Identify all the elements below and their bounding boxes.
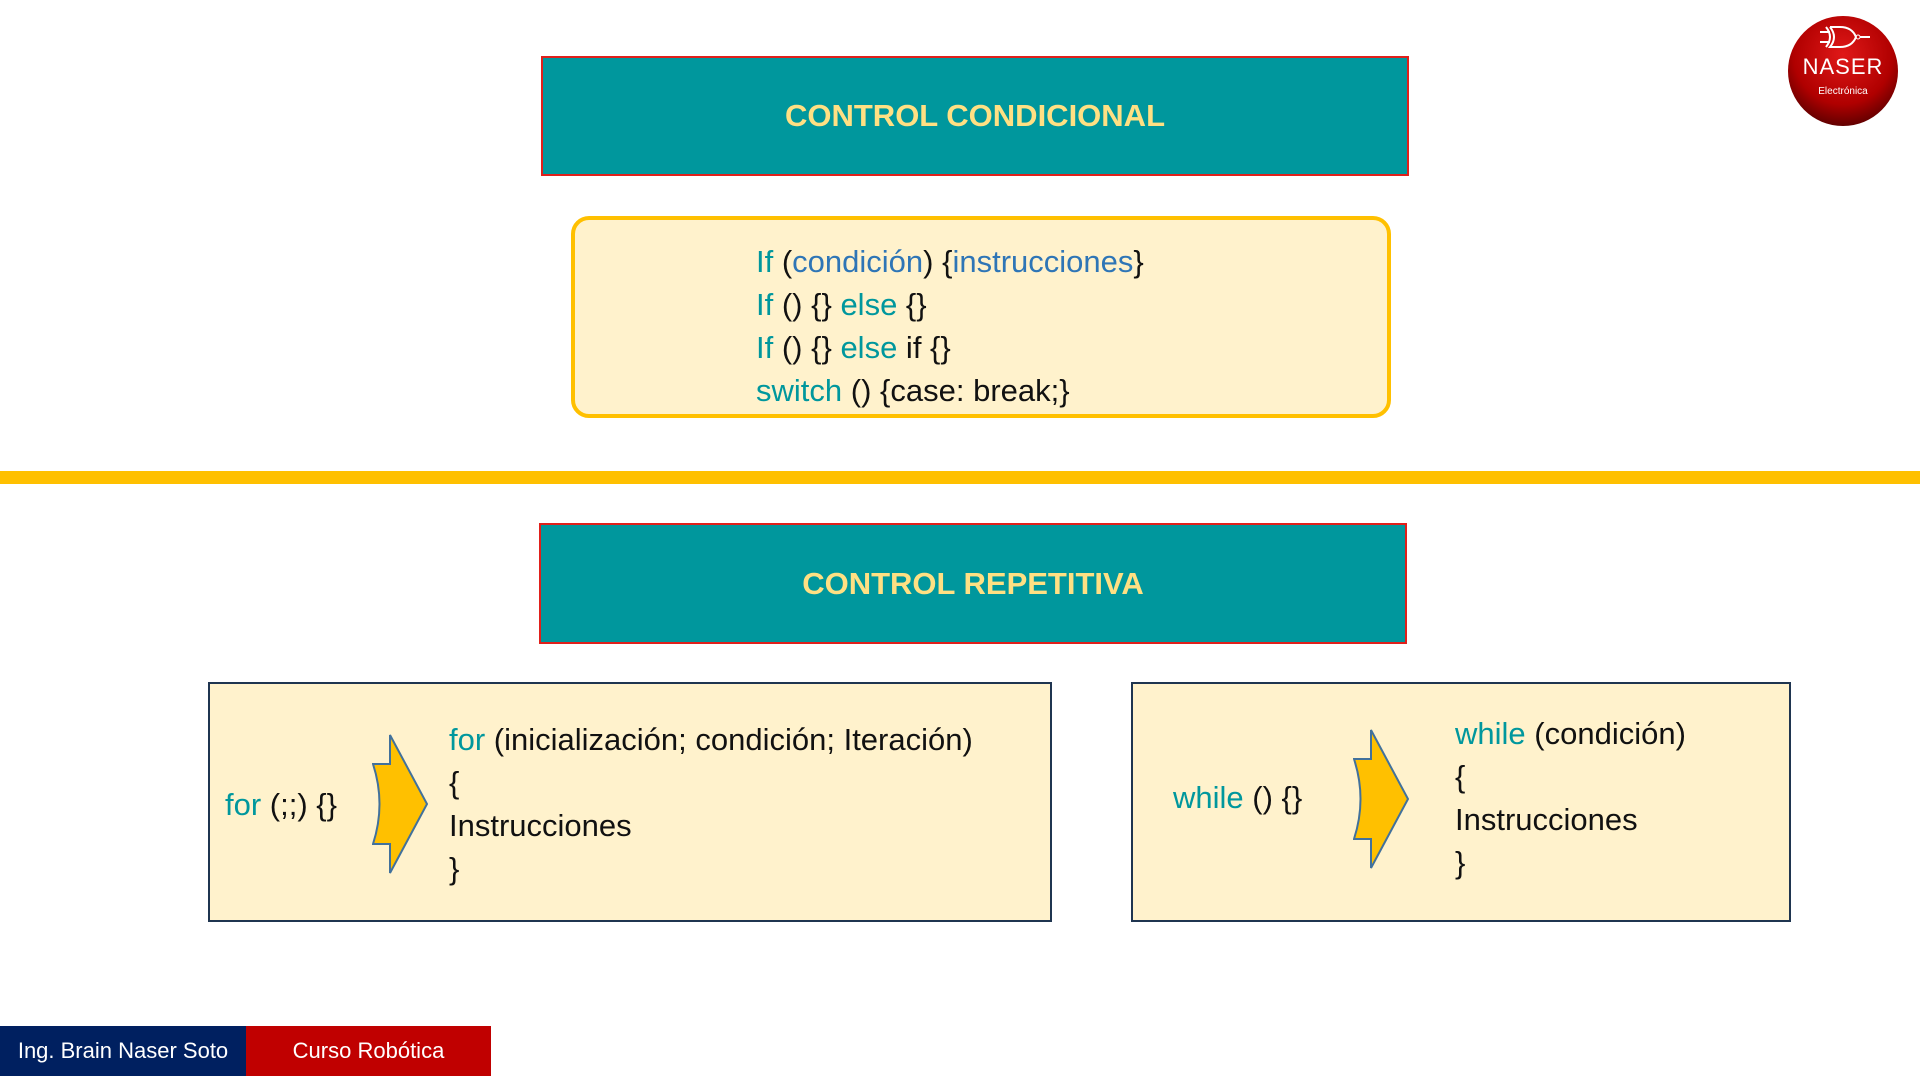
while-keyword: while [1455,716,1526,751]
while-short: while () {} [1173,776,1302,819]
code-token: ) { [923,244,953,279]
code-token: () {case: break;} [842,373,1070,408]
code-token: If [756,244,774,279]
while-close-brace: } [1455,845,1466,880]
for-long: for (inicialización; condición; Iteració… [449,718,973,890]
for-header: (inicialización; condición; Iteración) [485,722,973,757]
for-keyword: for [225,787,262,822]
while-open-brace: { [1455,759,1466,794]
code-token: } [1133,244,1144,279]
code-token: () {} [773,330,841,365]
logic-gate-icon [1820,26,1870,48]
logo: NASER Electrónica [1788,16,1898,126]
code-token: else [840,330,898,365]
conditional-line: If (condición) {instrucciones} [756,240,1144,283]
code-token: If [756,287,774,322]
while-short-rest: () {} [1243,780,1303,815]
conditional-syntax-lines: If (condición) {instrucciones}If () {} e… [756,240,1144,412]
for-short: for (;;) {} [225,783,337,826]
arrow-right-icon [372,734,428,874]
while-keyword: while [1173,780,1244,815]
for-short-rest: (;;) {} [261,787,337,822]
code-token: condición [792,244,924,279]
for-body: Instrucciones [449,808,632,843]
conditional-line: switch () {case: break;} [756,369,1144,412]
code-token: {} [897,287,927,322]
section-divider [0,471,1920,484]
conditional-title: CONTROL CONDICIONAL [541,56,1409,176]
conditional-line: If () {} else if {} [756,326,1144,369]
for-keyword: for [449,722,486,757]
conditional-line: If () {} else {} [756,283,1144,326]
for-open-brace: { [449,765,460,800]
arrow-right-icon [1353,729,1409,869]
while-loop-box: while () {} while (condición) { Instrucc… [1131,682,1791,922]
for-loop-box: for (;;) {} for (inicialización; condici… [208,682,1052,922]
while-body: Instrucciones [1455,802,1638,837]
code-token: else [840,287,898,322]
repetitive-title: CONTROL REPETITIVA [539,523,1407,644]
for-close-brace: } [449,851,460,886]
while-long: while (condición) { Instrucciones } [1455,712,1686,884]
code-token: instrucciones [952,244,1134,279]
code-token: switch [756,373,843,408]
footer-course: Curso Robótica [246,1026,491,1076]
code-token: if {} [897,330,951,365]
conditional-syntax-box: If (condición) {instrucciones}If () {} e… [571,216,1391,418]
logo-sub: Electrónica [1818,86,1868,97]
logo-brand: NASER [1802,54,1884,79]
code-token: If [756,330,774,365]
footer-author: Ing. Brain Naser Soto [0,1026,246,1076]
code-token: () {} [773,287,841,322]
code-token: ( [773,244,793,279]
while-header: (condición) [1525,716,1686,751]
